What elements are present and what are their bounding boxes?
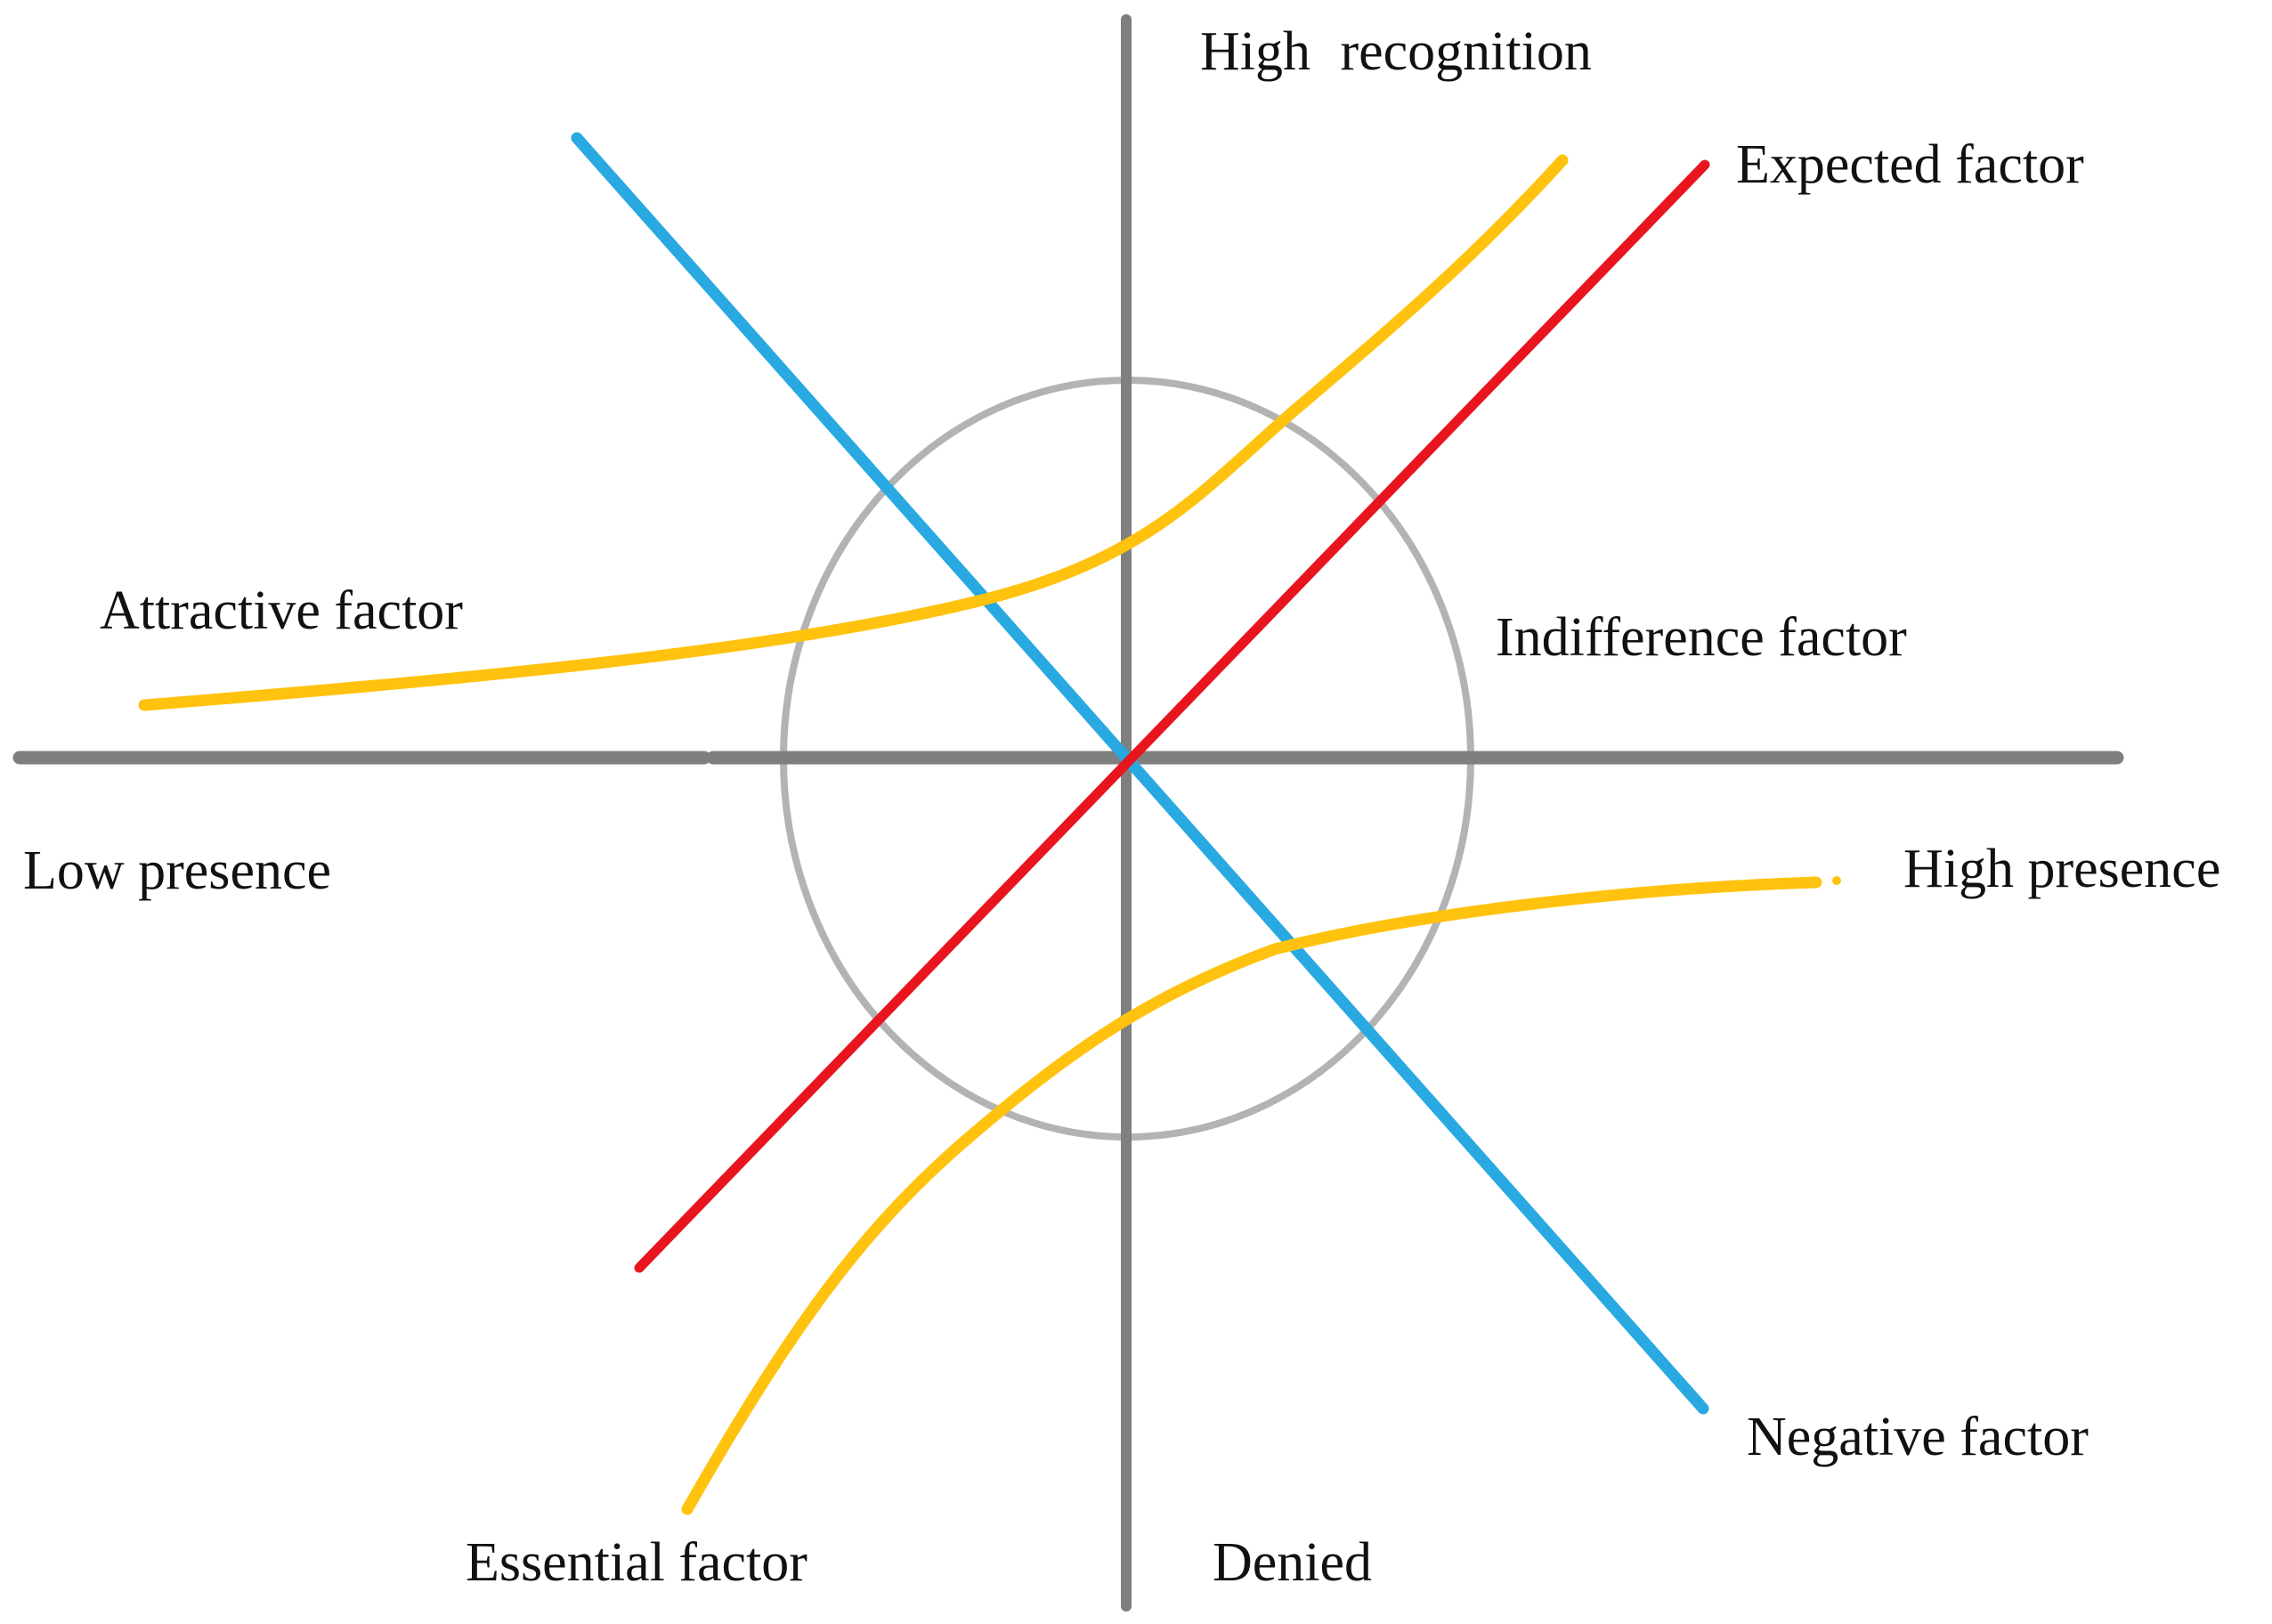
attractive-factor-curve <box>138 154 1569 711</box>
label-essential-factor: Essential factor <box>466 1532 807 1593</box>
negative-factor-line <box>571 132 1709 1415</box>
label-high-recognition: High recognition <box>1200 21 1592 82</box>
label-attractive-factor: Attractive factor <box>100 581 463 641</box>
label-negative-factor: Negative factor <box>1747 1407 2089 1467</box>
expected-factor-line <box>634 159 1710 1273</box>
label-expected-factor: Expected factor <box>1736 134 2084 195</box>
essential-curve-end-dot <box>1832 876 1841 885</box>
label-indifference-factor: Indifference factor <box>1496 607 1907 668</box>
label-denied: Denied <box>1213 1532 1372 1593</box>
essential-factor-curve <box>681 876 1822 1515</box>
label-high-presence: High presence <box>1903 839 2220 899</box>
label-low-presence: Low presence <box>23 840 331 901</box>
